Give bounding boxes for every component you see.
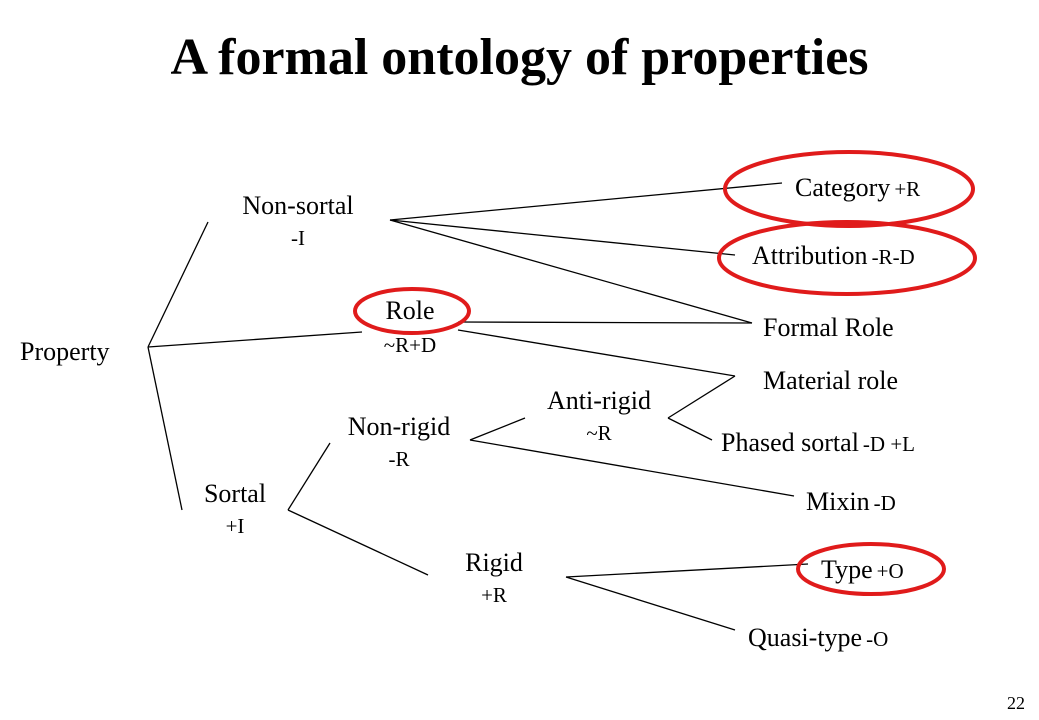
edge-non-sortal-to-category — [389, 182, 783, 221]
edge-layer — [147, 182, 809, 631]
edge-sortal-to-rigid — [287, 509, 429, 576]
node-non-sortal: Non-sortal -I — [242, 193, 353, 249]
node-category: Category +R — [795, 175, 920, 201]
node-material-role: Material role — [763, 368, 898, 394]
edge-property-to-non-sortal — [147, 221, 209, 348]
node-label: Sortal — [203, 479, 267, 508]
edge-non-sortal-to-formal-role — [389, 219, 753, 324]
node-code: +O — [876, 559, 904, 583]
slide-title: A formal ontology of properties — [170, 29, 869, 86]
node-property: Property — [20, 339, 110, 365]
node-quasi-type: Quasi-type -O — [748, 625, 888, 651]
node-code: ~R — [586, 421, 612, 445]
node-label: Category — [795, 173, 891, 202]
node-label: Property — [20, 337, 110, 366]
highlight-ellipse-role — [353, 287, 471, 335]
node-label: Phased sortal — [721, 428, 859, 457]
node-attribution: Attribution -R-D — [752, 243, 915, 269]
node-label: Role — [385, 296, 435, 325]
edge-role-to-material-role — [457, 329, 736, 377]
node-label: Anti-rigid — [547, 386, 651, 415]
node-label: Non-sortal — [242, 191, 354, 220]
edge-non-rigid-to-mixin — [469, 439, 795, 497]
node-non-rigid: Non-rigid -R — [348, 414, 451, 470]
node-formal-role: Formal Role — [763, 315, 894, 341]
node-label: Non-rigid — [347, 412, 451, 441]
node-code: ~R+D — [383, 333, 437, 357]
node-anti-rigid: Anti-rigid ~R — [547, 388, 651, 444]
slide-number: 22 — [1007, 693, 1025, 713]
node-mixin: Mixin -D — [806, 489, 896, 515]
edge-property-to-sortal — [147, 346, 183, 511]
edge-property-to-role — [147, 331, 363, 348]
node-type: Type +O — [821, 557, 904, 583]
edge-rigid-to-quasi-type — [565, 576, 736, 631]
node-code: -O — [866, 627, 889, 651]
node-label: Mixin — [806, 487, 870, 516]
node-sortal: Sortal +I — [204, 481, 266, 537]
edge-sortal-to-non-rigid — [287, 442, 331, 511]
highlight-ellipse-category — [723, 150, 975, 228]
edge-rigid-to-type — [565, 563, 809, 578]
node-code: +I — [225, 514, 245, 538]
node-code: +R — [894, 177, 921, 201]
edge-role-to-formal-role — [457, 321, 753, 324]
node-phased-sortal: Phased sortal -D +L — [721, 430, 915, 456]
highlight-ellipse-type — [796, 542, 946, 596]
node-code: -R-D — [871, 245, 915, 269]
node-code: -I — [290, 226, 305, 250]
node-rigid: Rigid +R — [465, 550, 523, 606]
highlight-ellipse-attribution — [717, 220, 977, 296]
node-label: Quasi-type — [748, 623, 863, 652]
node-code: -D — [873, 491, 896, 515]
node-label: Material role — [763, 366, 898, 395]
node-code: -R — [388, 447, 410, 471]
node-label: Type — [821, 555, 873, 584]
edge-non-sortal-to-attribution — [389, 219, 736, 256]
node-label: Attribution — [752, 241, 868, 270]
edge-anti-rigid-to-material-role — [667, 375, 736, 419]
node-label: Formal Role — [763, 313, 894, 342]
node-role: Role ~R+D — [384, 298, 436, 356]
node-code: +R — [481, 583, 507, 607]
highlight-layer — [353, 150, 977, 596]
node-label: Rigid — [465, 548, 523, 577]
edge-non-rigid-to-anti-rigid — [469, 417, 526, 441]
edge-anti-rigid-to-phased-sortal — [667, 417, 713, 441]
node-code: -D +L — [862, 432, 916, 456]
